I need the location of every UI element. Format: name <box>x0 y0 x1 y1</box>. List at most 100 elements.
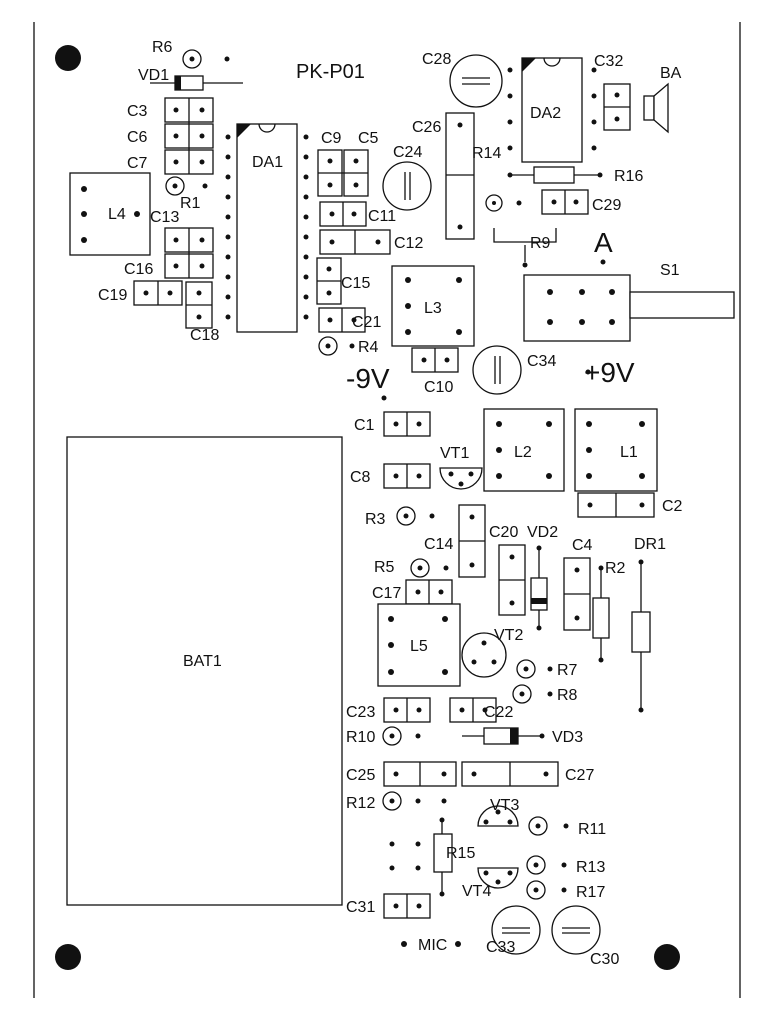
vd2-footprint <box>530 577 548 611</box>
label-c2: C2 <box>662 498 683 515</box>
s1-footprint <box>523 274 631 342</box>
label-l3: L3 <box>424 300 442 317</box>
label-r11: R11 <box>578 821 606 838</box>
c28-footprint <box>449 54 503 108</box>
label-c23: C23 <box>346 704 375 721</box>
label-c9: C9 <box>321 130 342 147</box>
r6-footprint <box>182 49 202 69</box>
label-dr1: DR1 <box>634 536 666 553</box>
c33-footprint <box>491 905 541 955</box>
label-c19: C19 <box>98 287 127 304</box>
label-vd3: VD3 <box>552 729 583 746</box>
vt2-footprint <box>461 632 507 678</box>
r1-footprint <box>165 176 185 196</box>
r5-footprint <box>410 558 430 578</box>
label-c34: C34 <box>527 353 556 370</box>
label-c16: C16 <box>124 261 153 278</box>
c24-footprint <box>382 161 432 211</box>
label-c33: C33 <box>486 939 515 956</box>
label-vd2: VD2 <box>527 524 558 541</box>
label-c14: C14 <box>424 536 453 553</box>
label-vt2: VT2 <box>494 627 523 644</box>
r13-footprint <box>526 855 546 875</box>
label-r9: R9 <box>530 235 551 252</box>
r3-footprint <box>396 506 416 526</box>
c34-footprint <box>472 345 522 395</box>
da1-pins <box>225 134 309 320</box>
label-r4: R4 <box>358 339 379 356</box>
label-c5: C5 <box>358 130 379 147</box>
label-r6: R6 <box>152 39 173 56</box>
vt4-footprint <box>477 867 519 889</box>
r11-footprint <box>528 816 548 836</box>
dr1-footprint <box>631 611 651 653</box>
point-a: A <box>594 227 613 258</box>
label-c15: C15 <box>341 275 370 292</box>
mounting-hole-bottom-right <box>654 944 680 970</box>
label-r7: R7 <box>557 662 578 679</box>
label-vd1: VD1 <box>138 67 169 84</box>
ba-speaker-icon <box>643 95 655 121</box>
label-c4: C4 <box>572 537 593 554</box>
label-s1: S1 <box>660 262 680 279</box>
label-c25: C25 <box>346 767 375 784</box>
label-c7: C7 <box>127 155 148 172</box>
battery-bat1 <box>66 436 343 906</box>
label-c29: C29 <box>592 197 621 214</box>
label-mic: MIC <box>418 937 447 954</box>
label-l2: L2 <box>514 444 532 461</box>
label-c10: C10 <box>424 379 453 396</box>
supply-minus-9v: -9V <box>346 363 390 394</box>
c26-footprint <box>445 112 475 240</box>
label-c22: C22 <box>484 704 513 721</box>
mounting-hole-top-left <box>55 45 81 71</box>
label-c8: C8 <box>350 469 371 486</box>
vt3-footprint <box>477 805 519 827</box>
label-c31: C31 <box>346 899 375 916</box>
label-c12: C12 <box>394 235 423 252</box>
label-c24: C24 <box>393 144 422 161</box>
r2-footprint <box>592 597 610 639</box>
c30-footprint <box>551 905 601 955</box>
label-c17: C17 <box>372 585 401 602</box>
label-c28: C28 <box>422 51 451 68</box>
label-ba: BA <box>660 65 682 82</box>
label-c20: C20 <box>489 524 518 541</box>
label-c11: C11 <box>368 208 396 225</box>
r8-footprint <box>512 684 532 704</box>
r12-footprint <box>382 791 402 811</box>
label-r15: R15 <box>446 845 475 862</box>
label-r14: R14 <box>472 145 501 162</box>
label-vt4: VT4 <box>462 883 491 900</box>
label-r10: R10 <box>346 729 375 746</box>
da2-footprint <box>521 57 583 163</box>
r16-footprint <box>533 166 575 184</box>
label-l1: L1 <box>620 444 638 461</box>
label-c21: C21 <box>352 314 381 331</box>
r15-footprint <box>433 833 453 873</box>
label-c26: C26 <box>412 119 441 136</box>
label-vt1: VT1 <box>440 445 469 462</box>
vt1-footprint <box>439 467 483 490</box>
label-vt3: VT3 <box>490 797 519 814</box>
label-c32: C32 <box>594 53 623 70</box>
label-r1: R1 <box>180 195 201 212</box>
label-r5: R5 <box>374 559 395 576</box>
label-r2: R2 <box>605 560 626 577</box>
label-r3: R3 <box>365 511 386 528</box>
r10-footprint <box>382 726 402 746</box>
r9-footprint <box>493 228 557 243</box>
label-r17: R17 <box>576 884 605 901</box>
label-bat1: BAT1 <box>183 653 222 670</box>
label-da1: DA1 <box>252 154 283 171</box>
label-c18: C18 <box>190 327 219 344</box>
board-title: PK-P01 <box>296 61 365 83</box>
label-r12: R12 <box>346 795 375 812</box>
label-c1: C1 <box>354 417 375 434</box>
label-c13: C13 <box>150 209 179 226</box>
da1-footprint <box>236 123 298 333</box>
r4-footprint <box>318 336 338 356</box>
r7-footprint <box>516 659 536 679</box>
r17-footprint <box>526 880 546 900</box>
